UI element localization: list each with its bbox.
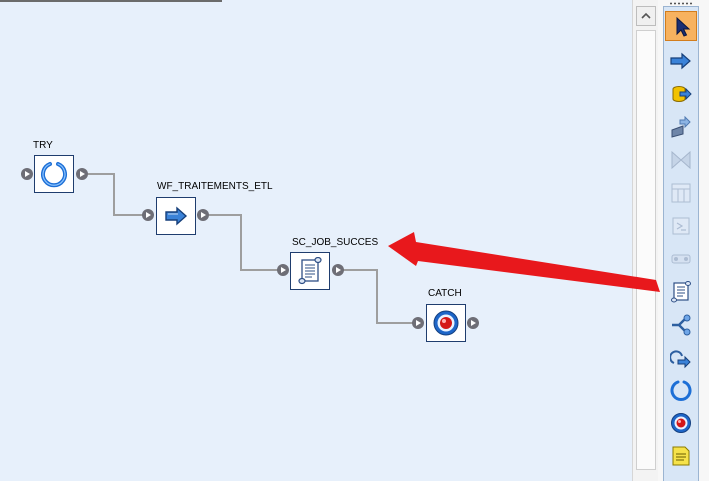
datastore-icon [671,254,691,264]
conditional-icon [672,314,691,336]
table-icon [671,183,691,203]
palette-strip [663,6,699,481]
while-loop-icon [670,350,691,369]
tool-while-loop[interactable] [665,343,697,373]
palette-grip-handle[interactable] [669,2,693,5]
node-wf-traitements-etl[interactable] [156,197,196,235]
abap-dataflow-icon [671,116,691,138]
tool-pointer[interactable] [665,11,697,41]
pointer-icon [676,16,691,37]
tool-abap-dataflow[interactable] [665,112,697,142]
tool-conditional[interactable] [665,310,697,340]
try-icon [670,380,692,401]
node-sc-job-succes[interactable] [290,252,330,290]
sc-input-port[interactable] [277,264,289,276]
header-divider [0,0,222,2]
workflow-arrow-icon [670,52,691,70]
join-icon [671,150,691,170]
tool-dataflow[interactable] [665,79,697,109]
tool-script[interactable] [665,277,697,307]
vertical-scrollbar[interactable] [632,0,658,481]
annotation-icon [672,446,690,466]
tool-join[interactable] [665,145,697,175]
query-icon [672,217,690,235]
arrow-right-icon [165,206,188,226]
script-icon [671,281,691,303]
tool-try[interactable] [665,376,697,406]
scroll-thumb[interactable] [636,30,656,470]
tool-table[interactable] [665,178,697,208]
node-label-try: TRY [33,140,53,151]
tool-workflow[interactable] [665,46,697,76]
chevron-up-icon [641,12,651,19]
wf-input-port[interactable] [142,209,154,221]
loop-icon [41,162,67,188]
node-catch[interactable] [426,304,466,342]
scroll-up-button[interactable] [636,6,656,26]
tool-datastore[interactable] [665,244,697,274]
script-icon [298,257,322,285]
tool-annotation[interactable] [665,441,697,471]
node-label-sc: SC_JOB_SUCCES [292,237,379,248]
tool-query[interactable] [665,211,697,241]
node-label-catch: CATCH [428,288,462,299]
sc-output-port[interactable] [332,264,344,276]
dataflow-icon [672,86,692,102]
catch-icon [671,413,691,433]
try-input-port[interactable] [21,168,33,180]
catch-output-port[interactable] [467,317,479,329]
node-label-wf: WF_TRAITEMENTS_ETL [157,181,273,192]
tool-catch[interactable] [665,408,697,438]
try-output-port[interactable] [76,168,88,180]
node-try[interactable] [34,155,74,193]
catch-input-port[interactable] [412,317,424,329]
catch-icon [433,310,459,336]
wf-output-port[interactable] [197,209,209,221]
